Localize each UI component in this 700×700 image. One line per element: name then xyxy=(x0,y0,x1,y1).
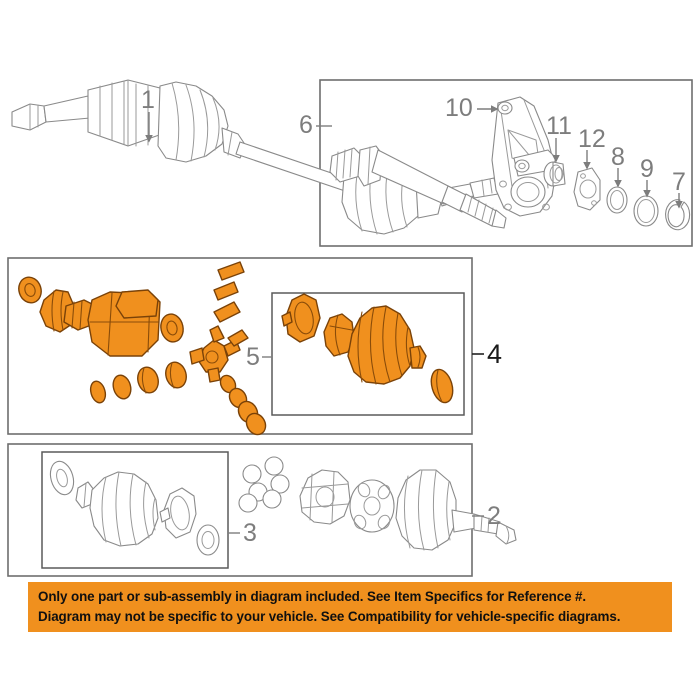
part-outer-ring xyxy=(633,195,659,227)
part-intermediate-shaft xyxy=(329,145,507,229)
part-snap-ring xyxy=(665,199,691,231)
part-outer-cv-joint-kit xyxy=(238,456,517,551)
callout-label-12: 12 xyxy=(578,125,606,153)
disclaimer-banner: Only one part or sub-assembly in diagram… xyxy=(28,582,672,632)
panel-inner-boot-kit xyxy=(271,292,465,416)
callout-label-11: 11 xyxy=(546,112,572,140)
callout-label-7: 7 xyxy=(672,168,686,196)
part-axle-shaft-assembly xyxy=(11,79,517,235)
callout-label-6: 6 xyxy=(299,111,313,139)
part-intermediate-shaft-bearing xyxy=(543,161,566,187)
disclaimer-line-1: Only one part or sub-assembly in diagram… xyxy=(38,588,587,604)
disclaimer-line-2: Diagram may not be specific to your vehi… xyxy=(38,609,621,624)
callout-label-4: 4 xyxy=(487,339,503,369)
callout-label-5: 5 xyxy=(246,343,260,371)
panel-outer-joint xyxy=(7,443,473,577)
callout-label-3: 3 xyxy=(243,519,257,547)
callout-label-10: 10 xyxy=(445,94,473,122)
panel-outer-boot-kit xyxy=(41,451,229,569)
part-seal-ring xyxy=(606,186,628,214)
panel-inner-joint xyxy=(7,257,473,435)
panel-intermediate-shaft xyxy=(319,79,693,247)
callout-label-1: 1 xyxy=(141,86,155,114)
callout-label-2: 2 xyxy=(487,502,501,530)
callout-label-9: 9 xyxy=(640,155,654,183)
callout-label-8: 8 xyxy=(611,143,625,171)
part-inner-cv-joint-kit xyxy=(18,261,267,436)
part-bearing-retainer-plate xyxy=(573,167,601,211)
part-inner-cv-boot-kit xyxy=(281,293,454,404)
part-outer-cv-boot-kit xyxy=(49,460,220,556)
